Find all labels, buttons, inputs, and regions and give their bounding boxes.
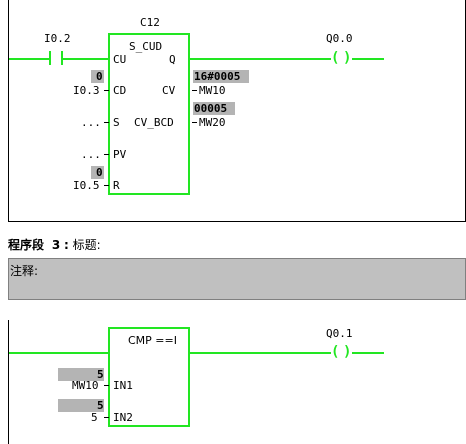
contact-left-bar (49, 51, 51, 65)
rung-line-contact-to-block (63, 58, 110, 60)
pin-s-label: S (113, 116, 120, 129)
in1-operand[interactable]: MW10 (72, 379, 99, 392)
r-operand[interactable]: I0.5 (73, 179, 100, 192)
rung3-line-coil-right (352, 352, 384, 354)
network-3-header[interactable]: 程序段 3 : 标题: (8, 236, 101, 253)
in2-status-bg (58, 399, 104, 412)
coil-q01-left-paren: ( (331, 344, 340, 360)
pin-pv-label: PV (113, 148, 127, 161)
contact-right-bar (61, 51, 63, 65)
rung-line-coil-right (352, 58, 384, 60)
in2-tick (104, 417, 109, 418)
network-3-frame (8, 320, 466, 444)
pin-cv-label: CV (162, 84, 176, 97)
network-title-label: 标题: (72, 238, 101, 252)
cd-tick (104, 90, 109, 91)
network-number: 3 (51, 238, 61, 252)
cd-operand[interactable]: I0.3 (73, 84, 100, 97)
in2-operand[interactable]: 5 (91, 411, 98, 424)
coil-q01-operand[interactable]: Q0.1 (326, 327, 353, 340)
cd-status-bg (91, 70, 104, 83)
block-type-label: S_CUD (129, 40, 163, 53)
pin-in1-label: IN1 (113, 379, 133, 392)
cvbcd-status-bg (193, 102, 235, 115)
cv-status-value: 16#0005 (194, 70, 241, 83)
pin-cu-label: CU (113, 53, 127, 66)
rung3-line-left (9, 352, 109, 354)
r-status-bg (91, 166, 104, 179)
coil-q00-operand[interactable]: Q0.0 (326, 32, 353, 45)
pin-cd-label: CD (113, 84, 127, 97)
coil-q00-left-paren: ( (331, 50, 340, 66)
cvbcd-operand[interactable]: MW20 (199, 116, 226, 129)
cvbcd-status-value: 00005 (194, 102, 228, 115)
s-operand[interactable]: ... (81, 116, 101, 129)
pin-cvbcd-label: CV_BCD (134, 116, 174, 129)
in1-status-bg (58, 368, 104, 381)
pin-q-label: Q (169, 53, 176, 66)
pin-in2-label: IN2 (113, 411, 133, 424)
block-name[interactable]: C12 (140, 16, 160, 29)
pv-operand[interactable]: ... (81, 148, 101, 161)
compare-block-type: CMP ==I (128, 334, 177, 347)
network-label: 程序段 (8, 238, 45, 252)
pin-r-label: R (113, 179, 120, 192)
cd-status-value: 0 (96, 70, 103, 83)
s-tick (104, 122, 109, 123)
compare-block-cmp-eq-i[interactable] (108, 327, 190, 427)
coil-q00-right-paren: ) (343, 50, 352, 66)
in2-status-value: 5 (97, 399, 104, 412)
network-separator: : (64, 238, 69, 252)
rung3-line-to-coil (190, 352, 331, 354)
r-tick (104, 185, 109, 186)
cvbcd-tick (192, 122, 197, 123)
comment-label: 注释: (10, 264, 39, 278)
in1-tick (104, 385, 109, 386)
rung-line-q-to-coil (190, 58, 331, 60)
contact-operand[interactable]: I0.2 (44, 32, 71, 45)
rung-line-left (9, 58, 49, 60)
r-status-value: 0 (96, 166, 103, 179)
cv-operand[interactable]: MW10 (199, 84, 226, 97)
in1-status-value: 5 (97, 368, 104, 381)
comment-box[interactable]: 注释: (8, 258, 466, 300)
coil-q01-right-paren: ) (343, 344, 352, 360)
cv-tick (192, 90, 197, 91)
pv-tick (104, 154, 109, 155)
cv-status-bg (193, 70, 249, 83)
counter-block-s-cud[interactable] (108, 33, 190, 195)
